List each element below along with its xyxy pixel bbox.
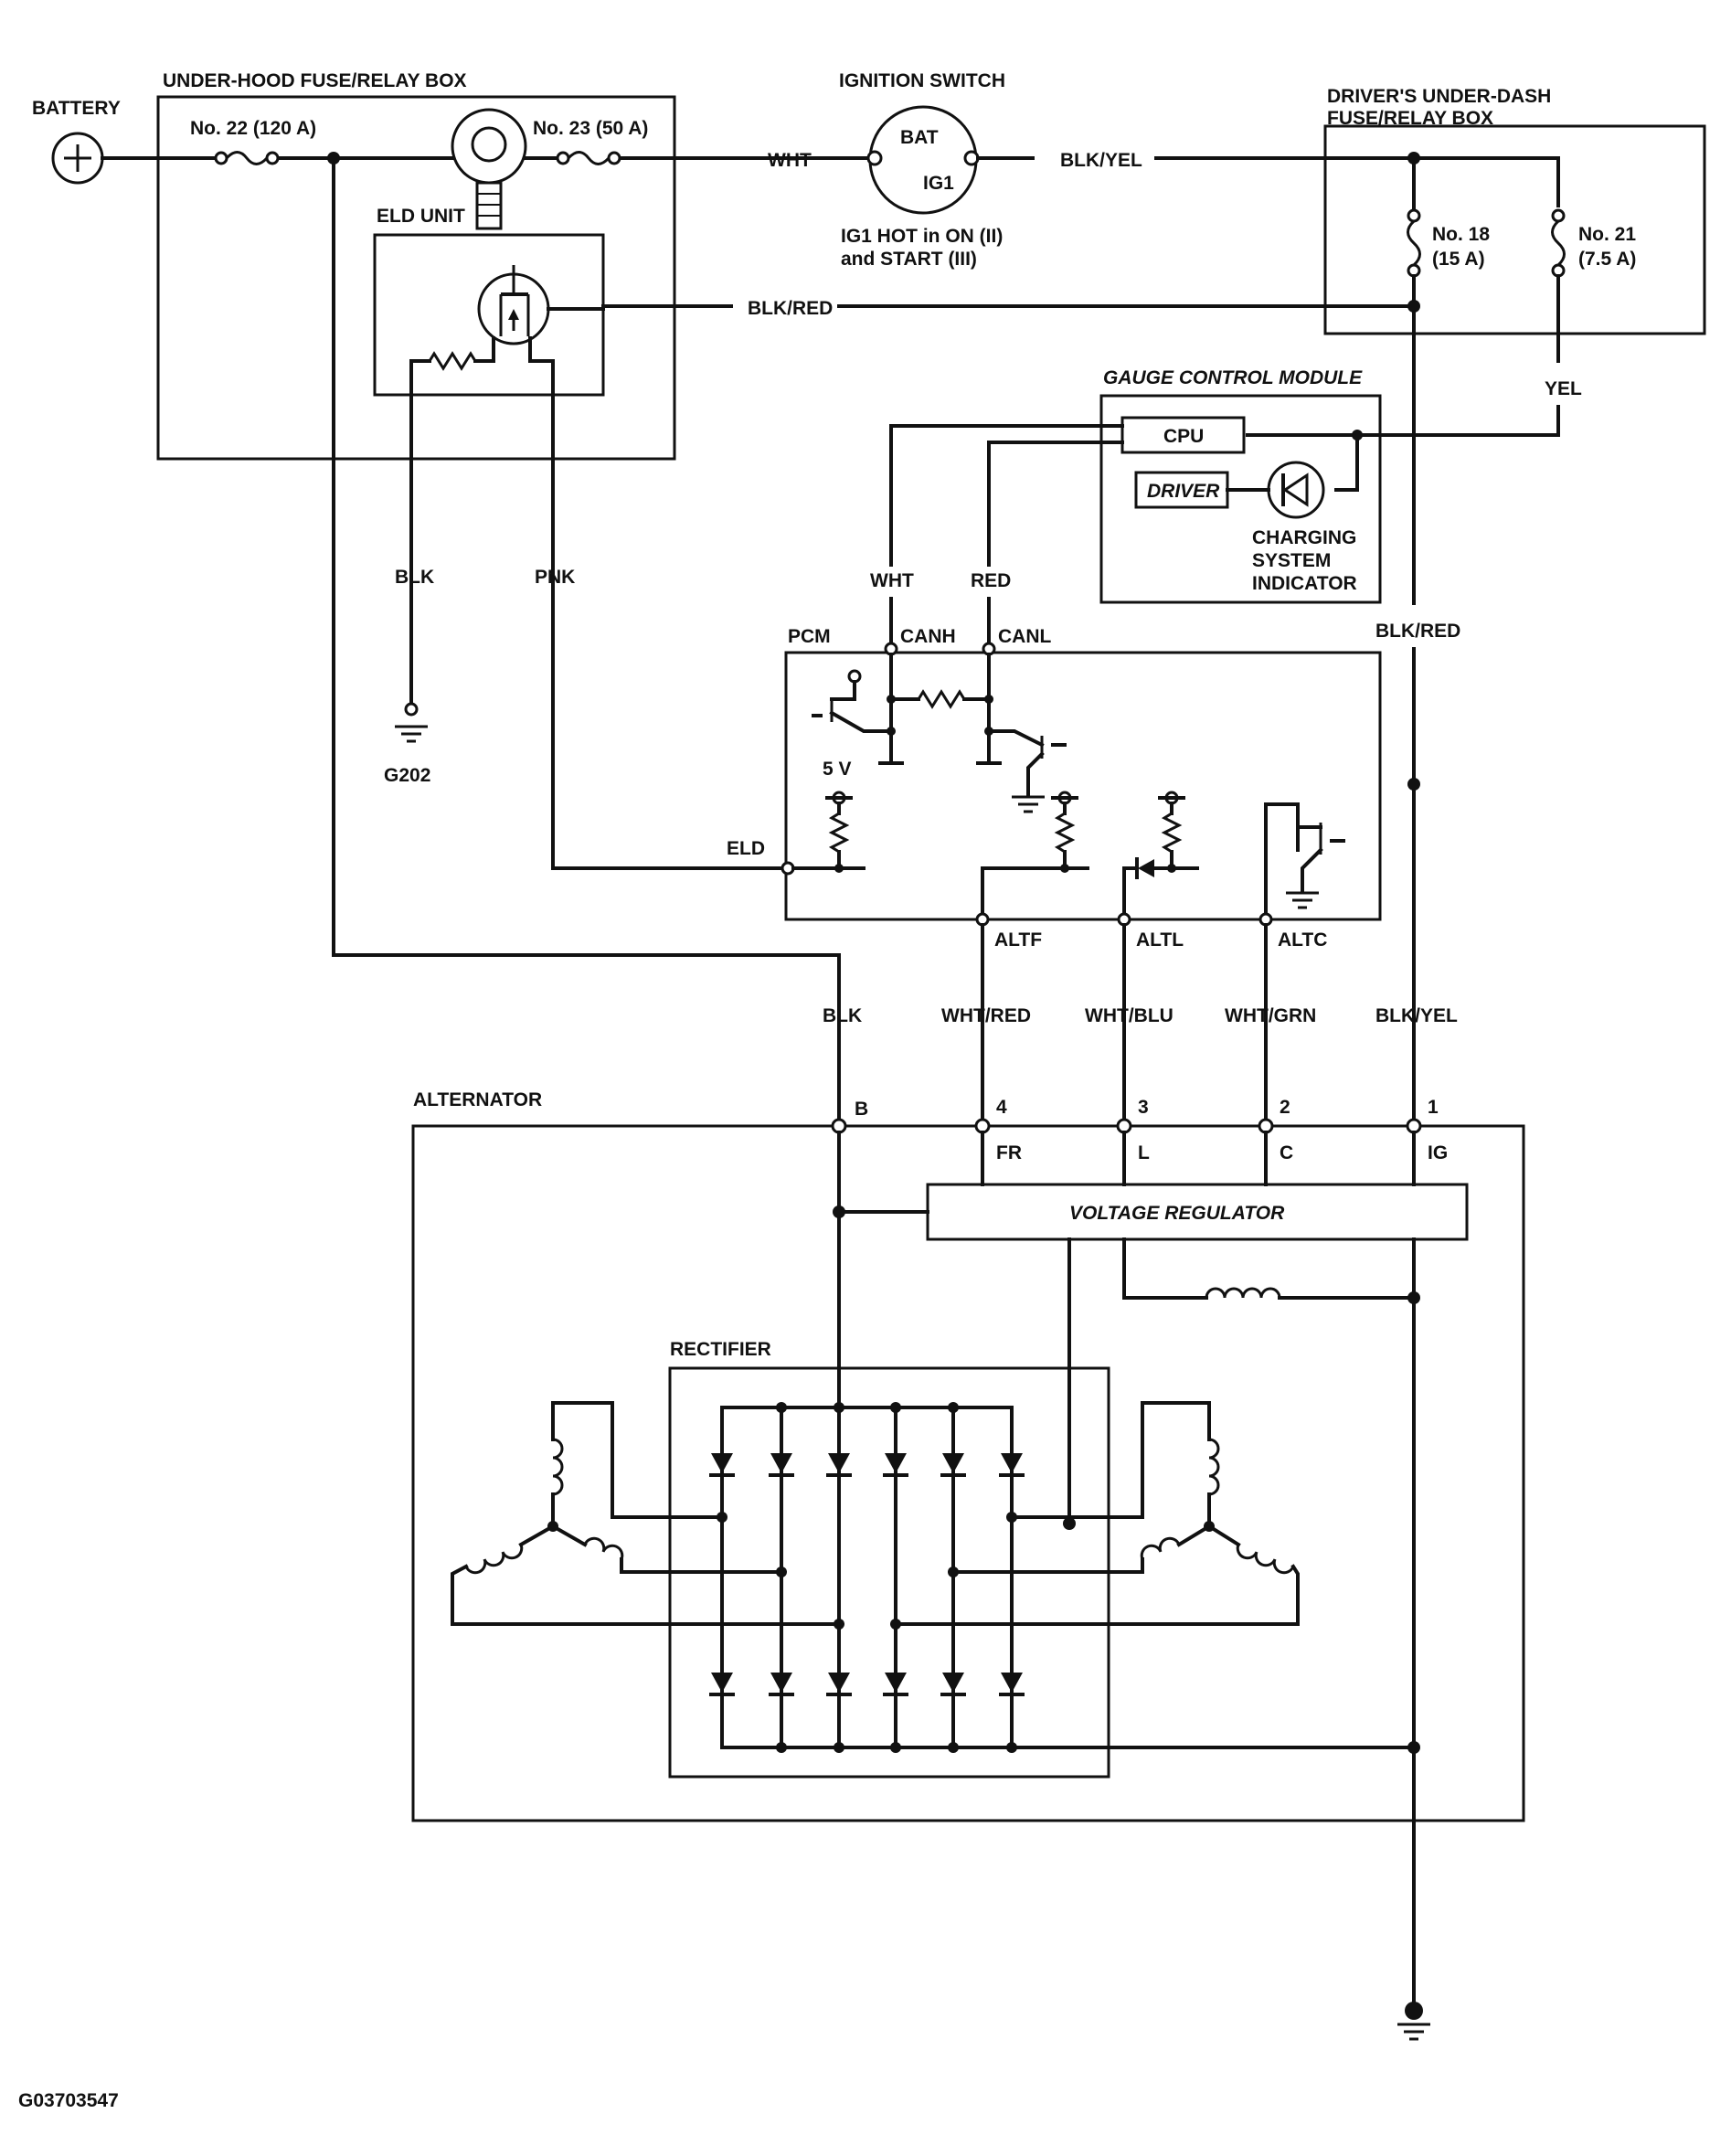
resistor-icon <box>828 812 850 854</box>
resistor-icon <box>917 689 966 709</box>
fuse23-label: No. 23 (50 A) <box>533 118 648 139</box>
fuse-icon <box>556 151 621 165</box>
eld-label: ELD <box>727 838 765 859</box>
drivers-underdash-fuse-relay-box <box>1323 124 1706 335</box>
ground-icon <box>1396 2023 1432 2041</box>
term-c-label: C <box>1280 1142 1293 1163</box>
fuse-icon <box>214 151 280 165</box>
fuse22-label: No. 22 (120 A) <box>190 118 316 139</box>
resistor-icon <box>428 351 477 371</box>
alternator-label: ALTERNATOR <box>413 1089 542 1110</box>
fuse21-label-b: (7.5 A) <box>1578 249 1636 270</box>
alternator-box <box>411 1124 1525 1822</box>
pin-2-label: 2 <box>1280 1097 1290 1118</box>
eld-current-sensor-icon <box>451 108 527 230</box>
pcm-can-circuit <box>791 653 1345 916</box>
fuse-icon <box>1551 208 1566 278</box>
altc-label: ALTC <box>1278 929 1327 951</box>
coil-icon <box>1205 1287 1281 1299</box>
wire-wht-1: WHT <box>768 150 812 171</box>
wire-wht-grn: WHT/GRN <box>1225 1005 1316 1026</box>
g202-label: G202 <box>384 765 430 786</box>
wire-wht-2: WHT <box>870 570 914 591</box>
gauge-control-module-box <box>1099 394 1382 604</box>
rectifier-bridge <box>707 1366 1416 1753</box>
pnk-wire <box>551 432 783 870</box>
wire-blk-yel-1: BLK/YEL <box>1060 150 1142 171</box>
driver-label: DRIVER <box>1147 481 1220 502</box>
canh-label: CANH <box>900 626 956 647</box>
wire-blk-red-1: BLK/RED <box>748 298 833 319</box>
eld-unit-box <box>373 233 605 397</box>
pin-3-label: 3 <box>1138 1097 1149 1118</box>
fuse18-label-a: No. 18 <box>1432 224 1490 245</box>
underhood-fuse-relay-box <box>156 95 676 461</box>
canl-label: CANL <box>998 626 1051 647</box>
figure-id: G03703547 <box>18 2090 119 2111</box>
cpu-label: CPU <box>1163 426 1204 447</box>
gcm-label: GAUGE CONTROL MODULE <box>1103 367 1363 388</box>
diode-icon <box>1138 859 1154 877</box>
term-ig-label: IG <box>1428 1142 1448 1163</box>
csi-label-2: SYSTEM <box>1252 550 1331 571</box>
eld-unit-label: ELD UNIT <box>377 206 465 227</box>
drivers-box-label-2: FUSE/RELAY BOX <box>1327 108 1493 129</box>
wire-wht-blu: WHT/BLU <box>1085 1005 1173 1026</box>
wire-blk-yel-2: BLK/YEL <box>1375 1005 1458 1026</box>
blk-wire-to-alternator-b <box>332 156 841 1121</box>
ignition-switch-label: IGNITION SWITCH <box>839 70 1005 91</box>
wht-can-wire <box>889 424 1124 567</box>
csi-label-1: CHARGING <box>1252 527 1356 548</box>
battery-icon <box>51 132 104 185</box>
wire-blk-red-2: BLK/RED <box>1375 621 1460 642</box>
pin-1-label: 1 <box>1428 1097 1439 1118</box>
drivers-box-label-1: DRIVER'S UNDER-DASH <box>1327 86 1551 107</box>
ig1-label: IG1 <box>923 173 954 194</box>
left-stator-winding <box>451 1401 841 1626</box>
pcm-label: PCM <box>788 626 831 647</box>
fuse18-label-b: (15 A) <box>1432 249 1485 270</box>
ignition-switch-icon <box>866 105 980 215</box>
red-can-wire <box>987 441 1124 567</box>
wire-wht-red: WHT/RED <box>941 1005 1031 1026</box>
fuse21-label-a: No. 21 <box>1578 224 1636 245</box>
wire-yel: YEL <box>1545 378 1582 399</box>
underhood-box-label: UNDER-HOOD FUSE/RELAY BOX <box>163 70 467 91</box>
right-stator-winding <box>894 1401 1300 1626</box>
pin-b-label: B <box>855 1099 868 1120</box>
wire-blk-1: BLK <box>395 567 434 588</box>
resistor-icon <box>1161 812 1183 854</box>
wire-red: RED <box>971 570 1011 591</box>
pin-4-label: 4 <box>996 1097 1007 1118</box>
yel-wire-2 <box>1246 405 1560 437</box>
altl-label: ALTL <box>1136 929 1184 951</box>
five-v-label: 5 V <box>823 759 852 780</box>
pcm-box <box>784 651 1382 921</box>
term-fr-label: FR <box>996 1142 1022 1163</box>
cpu-box <box>1120 416 1246 454</box>
wire-pnk: PNK <box>535 567 575 588</box>
wire-blk-2: BLK <box>823 1005 862 1026</box>
ig1-note-1: IG1 HOT in ON (II) <box>841 226 1003 247</box>
csi-label-3: INDICATOR <box>1252 573 1357 594</box>
ig1-note-2: and START (III) <box>841 249 977 270</box>
charging-system-indicator-icon <box>1267 461 1325 519</box>
rectifier-label: RECTIFIER <box>670 1339 771 1360</box>
eld-transistor-icon <box>477 265 550 345</box>
bat-label: BAT <box>900 127 939 148</box>
term-l-label: L <box>1138 1142 1150 1163</box>
resistor-icon <box>1054 812 1076 854</box>
voltage-regulator-label: VOLTAGE REGULATOR <box>1069 1203 1285 1224</box>
altf-label: ALTF <box>994 929 1042 951</box>
battery-label: BATTERY <box>32 98 121 119</box>
fuse-icon <box>1407 156 1421 278</box>
fuse18-bus <box>1412 156 1560 207</box>
